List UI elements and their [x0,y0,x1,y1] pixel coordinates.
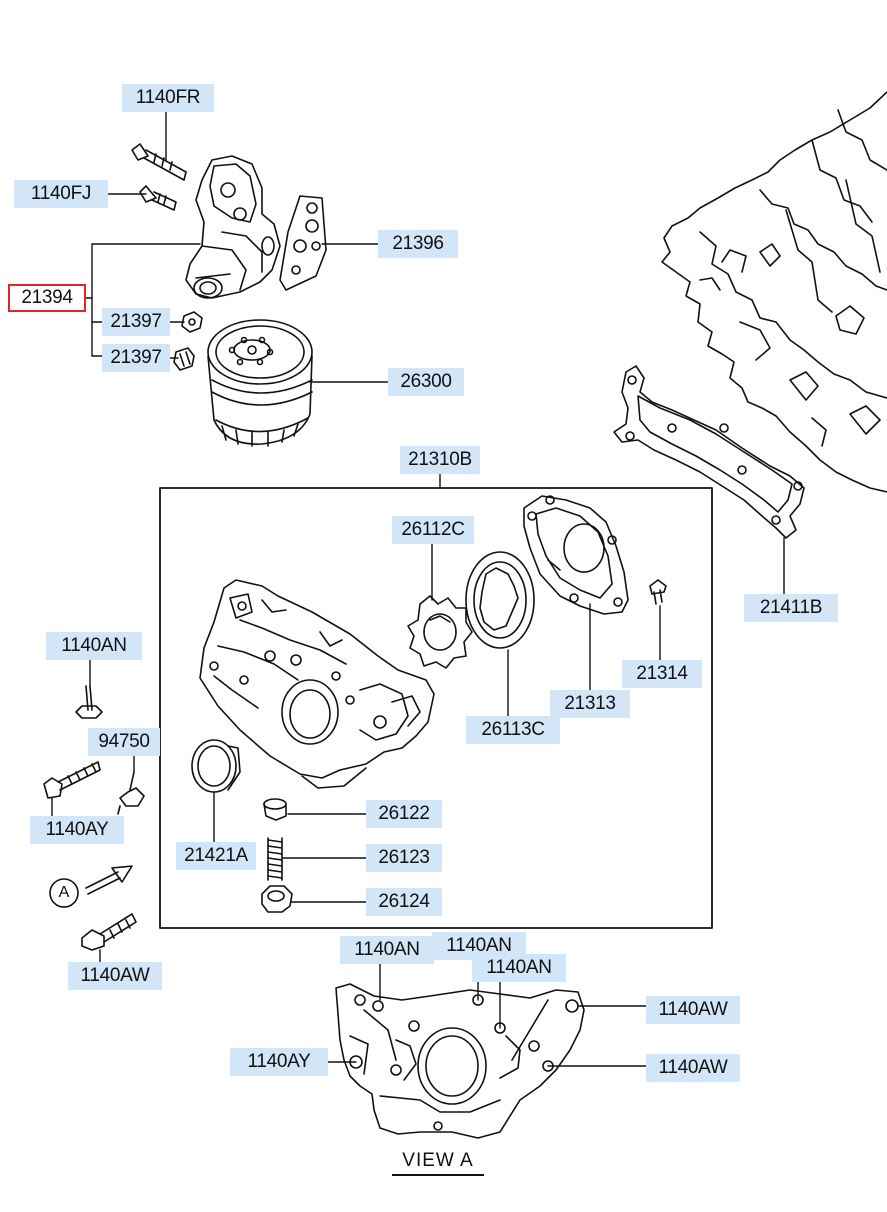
relief-spring-26123 [267,837,283,881]
callout-1140FJ[interactable]: 1140FJ [14,180,108,208]
callout-21421A[interactable]: 21421A [176,842,256,870]
bolt-1140AW-left [81,913,137,951]
callout-94750[interactable]: 94750 [88,728,160,756]
pump-cover-21313 [523,495,629,615]
oil-filter-bracket-21394 [185,155,281,299]
bolt-1140FR [131,143,187,181]
callout-26122[interactable]: 26122 [366,800,442,828]
plug-21397-lower [173,347,195,371]
relief-plug-26124 [261,885,293,913]
callout-26123[interactable]: 26123 [366,844,442,872]
callout-1140AY-left[interactable]: 1140AY [30,816,124,844]
sensor-94750 [117,771,145,815]
callout-21397-lower[interactable]: 21397 [102,344,170,372]
callout-1140AN-left[interactable]: 1140AN [46,632,142,660]
callout-1140AW-view-2[interactable]: 1140AW [646,1054,740,1082]
callout-21314[interactable]: 21314 [622,660,702,688]
inner-rotor-26112C [407,595,473,669]
relief-plunger-26122 [263,798,287,821]
callout-21394-selected[interactable]: 21394 [8,284,86,312]
callout-1140AN-view-3[interactable]: 1140AN [472,954,566,982]
callout-21313[interactable]: 21313 [550,690,630,718]
callout-1140AW-view-1[interactable]: 1140AW [646,996,740,1024]
oil-filter-26300 [207,319,313,447]
callout-21396[interactable]: 21396 [378,230,458,258]
assembly-box-21310B [159,487,713,929]
callout-26112C[interactable]: 26112C [392,516,474,544]
callout-26124[interactable]: 26124 [366,888,442,916]
view-marker-A: A [58,884,70,901]
callout-26300[interactable]: 26300 [388,368,464,396]
leader-lines [51,111,785,1067]
callout-21411B[interactable]: 21411B [744,594,838,622]
oil-pump-case [199,579,435,789]
callout-1140AW-left[interactable]: 1140AW [68,962,162,990]
callout-21397-upper[interactable]: 21397 [102,308,170,336]
bolt-1140FJ [139,185,177,211]
view-a-title: VIEW A [392,1148,484,1176]
view-a-housing [335,983,585,1139]
screw-21314 [649,579,667,605]
bolt-1140AY-left [43,761,101,799]
gasket-21396 [279,195,327,291]
direction-arrow-A [49,865,133,908]
callout-26113C[interactable]: 26113C [466,716,560,744]
plug-21397-upper [181,311,203,333]
gasket-21411B [613,365,805,539]
callout-1140FR[interactable]: 1140FR [122,84,214,112]
bolt-1140AN-left [75,685,103,719]
callout-1140AN-view-1[interactable]: 1140AN [340,936,434,964]
oil-seal-21421A [191,739,241,793]
outer-rotor-26113C [465,551,535,649]
callout-21310B[interactable]: 21310B [400,446,480,474]
engine-block-outline [661,91,887,493]
callout-1140AY-view[interactable]: 1140AY [230,1048,328,1076]
